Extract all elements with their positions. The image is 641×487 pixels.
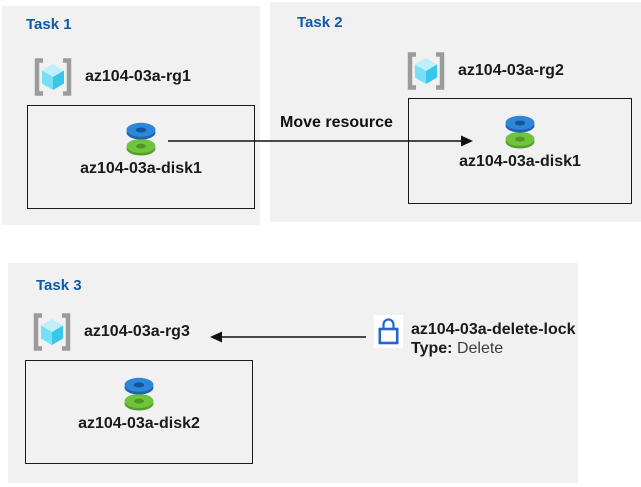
resource-group-label: az104-03a-rg2 xyxy=(458,62,564,79)
task1-resource-group: az104-03a-rg1 xyxy=(32,57,191,97)
resource-group-label: az104-03a-rg1 xyxy=(85,68,191,85)
task1-disk-box: az104-03a-disk1 xyxy=(27,105,255,209)
disk-icon xyxy=(121,120,161,158)
task2-disk-box: az104-03a-disk1 xyxy=(408,98,632,204)
disk-label: az104-03a-disk1 xyxy=(459,153,581,170)
resource-group-icon xyxy=(32,57,74,97)
move-resource-label: Move resource xyxy=(280,114,393,131)
task2-title: Task 2 xyxy=(297,14,343,31)
task3-title: Task 3 xyxy=(36,277,82,294)
resource-group-icon xyxy=(31,312,73,352)
disk-label: az104-03a-disk1 xyxy=(80,160,202,177)
task3-disk-box: az104-03a-disk2 xyxy=(25,360,253,464)
disk-icon xyxy=(500,113,540,151)
lock-text: az104-03a-delete-lock Type: Delete xyxy=(411,320,576,358)
lock-type-value: Delete xyxy=(456,340,504,357)
task1-panel: Task 1 az104-03a-rg1 xyxy=(2,6,260,225)
disk-icon xyxy=(119,375,159,413)
task2-resource-group: az104-03a-rg2 xyxy=(405,51,564,91)
task1-title: Task 1 xyxy=(26,16,72,33)
resource-group-label: az104-03a-rg3 xyxy=(84,323,190,340)
resource-group-icon xyxy=(405,51,447,91)
task2-panel: Task 2 az104-03a-rg2 xyxy=(270,2,641,222)
lock-type-line: Type: Delete xyxy=(411,339,576,358)
disk-label: az104-03a-disk2 xyxy=(78,415,200,432)
task3-resource-group: az104-03a-rg3 xyxy=(31,312,190,352)
task3-panel: Task 3 az104-03a-rg3 xyxy=(8,263,578,483)
lock-type-label: Type: xyxy=(411,340,453,357)
delete-lock-group: az104-03a-delete-lock Type: Delete xyxy=(374,315,576,358)
lock-name-label: az104-03a-delete-lock xyxy=(411,321,576,338)
lock-icon xyxy=(374,315,403,348)
